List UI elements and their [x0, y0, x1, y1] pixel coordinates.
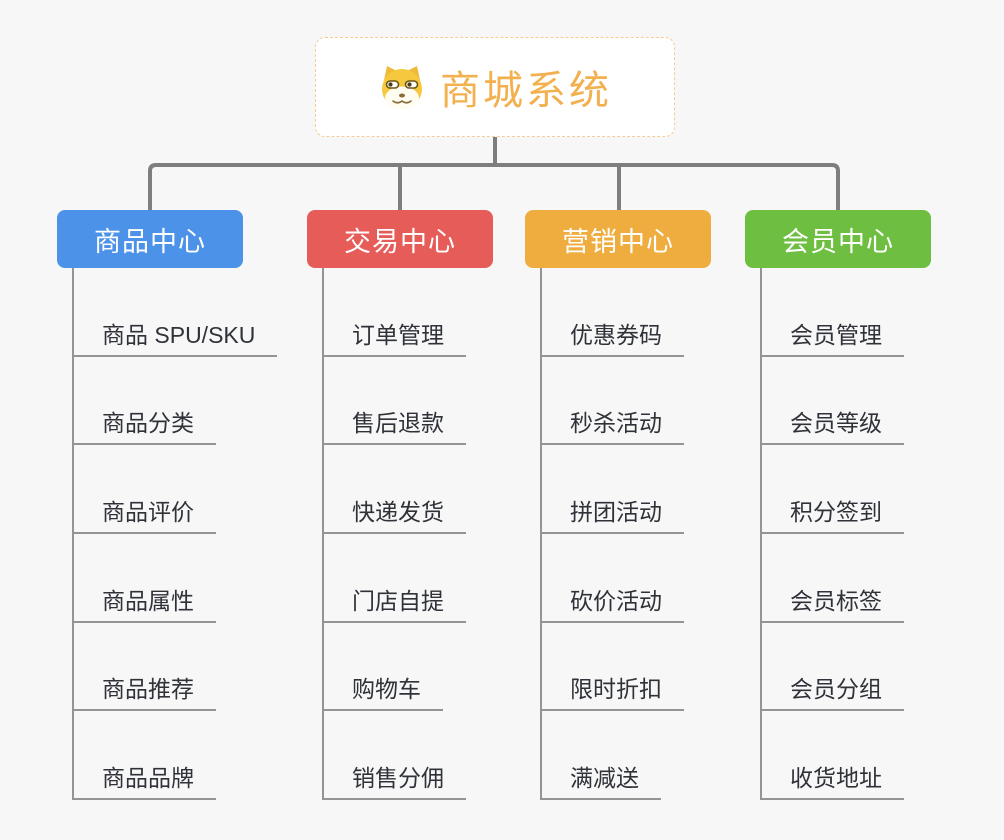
mindmap-item[interactable]: 快递发货 — [324, 493, 466, 535]
mindmap-item[interactable]: 商品品牌 — [74, 759, 216, 801]
mindmap-item[interactable]: 商品推荐 — [74, 670, 216, 712]
branch-member-center: 会员中心 会员管理 会员等级 积分签到 会员标签 会员分组 收货地址 — [745, 210, 1004, 801]
mindmap-item[interactable]: 门店自提 — [324, 582, 466, 623]
mindmap-item[interactable]: 会员分组 — [762, 670, 904, 712]
mindmap-item[interactable]: 会员管理 — [762, 316, 904, 357]
branch-trade-center: 交易中心 订单管理 售后退款 快递发货 门店自提 购物车 销售分佣 — [307, 210, 567, 801]
branch-items-product-center: 商品 SPU/SKU 商品分类 商品评价 商品属性 商品推荐 商品品牌 — [72, 268, 317, 801]
branch-product-center: 商品中心 商品 SPU/SKU 商品分类 商品评价 商品属性 商品推荐 商品品牌 — [57, 210, 317, 801]
mindmap-item[interactable]: 会员标签 — [762, 582, 904, 623]
mindmap-item[interactable]: 满减送 — [542, 759, 661, 801]
mindmap-item[interactable]: 商品分类 — [74, 404, 216, 446]
branch-header-marketing-center[interactable]: 营销中心 — [525, 210, 711, 268]
mindmap-item[interactable]: 商品属性 — [74, 582, 216, 623]
branch-header-trade-center[interactable]: 交易中心 — [307, 210, 493, 268]
mindmap-item[interactable]: 收货地址 — [762, 759, 904, 801]
branch-marketing-center: 营销中心 优惠券码 秒杀活动 拼团活动 砍价活动 限时折扣 满减送 — [525, 210, 785, 801]
mindmap-item[interactable]: 优惠券码 — [542, 316, 684, 357]
mindmap-item[interactable]: 砍价活动 — [542, 582, 684, 623]
mindmap-item[interactable]: 售后退款 — [324, 404, 466, 446]
mindmap-item[interactable]: 会员等级 — [762, 404, 904, 446]
branch-header-member-center[interactable]: 会员中心 — [745, 210, 931, 268]
branch-items-member-center: 会员管理 会员等级 积分签到 会员标签 会员分组 收货地址 — [760, 268, 1004, 801]
mindmap-item[interactable]: 拼团活动 — [542, 493, 684, 535]
mindmap-item[interactable]: 购物车 — [324, 670, 443, 712]
mindmap-item[interactable]: 商品 SPU/SKU — [74, 316, 278, 357]
mindmap-item[interactable]: 限时折扣 — [542, 670, 684, 712]
root-title: 商城系统 — [440, 69, 612, 113]
branch-items-trade-center: 订单管理 售后退款 快递发货 门店自提 购物车 销售分佣 — [322, 268, 567, 801]
dog-icon — [382, 66, 422, 110]
mindmap-item[interactable]: 商品评价 — [74, 493, 216, 535]
mindmap-item[interactable]: 秒杀活动 — [542, 404, 684, 446]
mindmap-item[interactable]: 销售分佣 — [324, 759, 466, 801]
mindmap-item[interactable]: 积分签到 — [762, 493, 904, 535]
branch-header-product-center[interactable]: 商品中心 — [57, 210, 243, 268]
branch-items-marketing-center: 优惠券码 秒杀活动 拼团活动 砍价活动 限时折扣 满减送 — [540, 268, 785, 801]
mindmap-item[interactable]: 订单管理 — [324, 316, 466, 357]
root-node[interactable]: 商城系统 — [315, 37, 675, 137]
